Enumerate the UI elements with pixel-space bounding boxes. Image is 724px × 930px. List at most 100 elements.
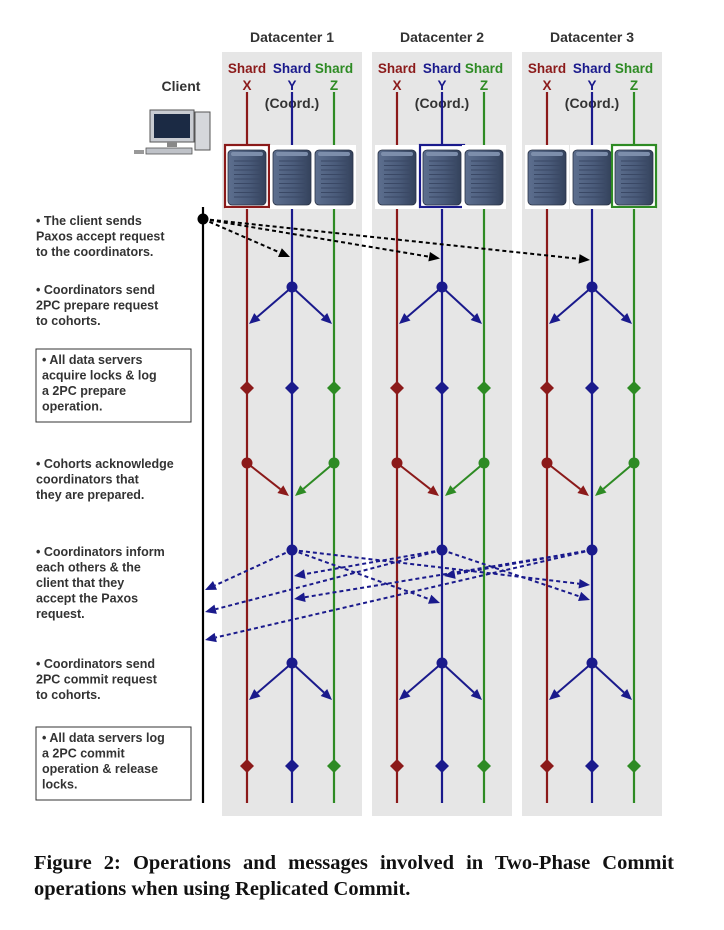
shard-x-label-line2: X: [392, 78, 401, 93]
step-line: • All data servers: [42, 353, 143, 367]
step-line: • Coordinators send: [36, 657, 155, 671]
server-icon: [223, 143, 271, 209]
commit-log-diamond: [390, 759, 404, 773]
step-line: a 2PC prepare: [42, 384, 126, 398]
cohort-dot: [478, 457, 490, 469]
step-1-description: • The client sends Paxos accept request …: [36, 214, 165, 259]
paxos-accepted-arrow: [441, 549, 590, 602]
figure-caption: Figure 2: Operations and messages involv…: [34, 852, 674, 900]
step-line: operation.: [42, 400, 102, 414]
step-line: 2PC commit request: [36, 673, 158, 687]
step-5-description: • Coordinators inform each others & the …: [36, 545, 165, 621]
step-line: • Coordinators send: [36, 283, 155, 297]
prepare-log-diamond: [390, 381, 404, 395]
step-line: they are prepared.: [36, 488, 144, 502]
shard-y-label-line2: Y: [437, 78, 446, 93]
replicated-commit-diagram: Datacenter 1ShardXShardYShardZ(Coord.)Da…: [35, 29, 662, 816]
step-6-description: • Coordinators send 2PC commit request t…: [36, 657, 158, 702]
step-box: [35, 726, 192, 801]
coordinator-dot: [286, 544, 298, 556]
shard-x-label-line2: X: [242, 78, 251, 93]
step-line: a 2PC commit: [42, 747, 126, 761]
coordinator-dot: [286, 281, 298, 293]
paxos-accepted-arrow: [444, 549, 593, 579]
server-icon: [570, 145, 614, 209]
cohort-dot: [541, 457, 553, 469]
datacenter-1-label: Datacenter 1: [250, 29, 334, 45]
shard-z-label-line1: Shard: [615, 61, 653, 76]
commit-request-arrow: [441, 662, 482, 700]
prepared-ack-arrow: [445, 462, 485, 496]
prepare-request-arrow: [549, 286, 593, 324]
step-line: to the coordinators.: [36, 245, 153, 259]
commit-log-diamond: [285, 759, 299, 773]
server-icon: [610, 143, 658, 209]
server-icon: [462, 145, 506, 209]
shard-z-label-line2: Z: [330, 78, 338, 93]
cohort-dot: [628, 457, 640, 469]
step-2-description: • Coordinators send 2PC prepare request …: [36, 283, 159, 328]
datacenter-2-label: Datacenter 2: [400, 29, 484, 45]
commit-log-diamond: [627, 759, 641, 773]
client-notify-arrow: [205, 549, 293, 590]
paxos-accepted-arrow: [294, 549, 593, 602]
shard-y-label-line1: Shard: [423, 61, 461, 76]
paxos-accepted-arrow: [291, 549, 440, 604]
coordinator-dot: [436, 657, 448, 669]
shard-y-label-line1: Shard: [273, 61, 311, 76]
server-icon: [418, 143, 466, 209]
commit-log-diamond: [477, 759, 491, 773]
prepare-log-diamond: [540, 381, 554, 395]
coordinator-dot: [436, 281, 448, 293]
step-box: [35, 348, 192, 423]
step-line: each others & the: [36, 561, 141, 575]
paxos-accepted-arrow: [291, 549, 590, 589]
shard-y-label-line1: Shard: [573, 61, 611, 76]
prepare-request-arrow: [441, 286, 482, 324]
prepared-ack-arrow: [546, 462, 589, 496]
coordinator-dot: [436, 544, 448, 556]
coordinator-dot: [586, 544, 598, 556]
shard-y-label-line2: Y: [587, 78, 596, 93]
commit-request-arrow: [591, 662, 632, 700]
paxos-accept-arrow: [202, 218, 290, 257]
prepare-log-diamond: [285, 381, 299, 395]
shard-z-label-line1: Shard: [315, 61, 353, 76]
shard-z-label-line2: Z: [480, 78, 488, 93]
commit-request-arrow: [399, 662, 443, 700]
paxos-accepted-arrow: [294, 549, 443, 579]
step-line: coordinators that: [36, 473, 140, 487]
step-line: to cohorts.: [36, 688, 101, 702]
prepare-log-diamond: [240, 381, 254, 395]
commit-log-diamond: [240, 759, 254, 773]
step-line: operation & release: [42, 762, 158, 776]
prepare-request-arrow: [399, 286, 443, 324]
client-send-dot: [197, 213, 209, 225]
coordinator-dot: [586, 657, 598, 669]
step-line: • Coordinators inform: [36, 545, 165, 559]
prepare-log-diamond: [477, 381, 491, 395]
paxos-accept-arrow: [202, 218, 440, 262]
step-line: locks.: [42, 778, 77, 792]
step-line: client that they: [36, 576, 124, 590]
shard-y-label-line2: Y: [287, 78, 296, 93]
step-line: to cohorts.: [36, 314, 101, 328]
commit-request-arrow: [249, 662, 293, 700]
step-4-description: • Cohorts acknowledge coordinators that …: [36, 457, 174, 502]
coordinator-dot: [586, 281, 598, 293]
datacenter-3-label: Datacenter 3: [550, 29, 634, 45]
shard-x-label-line1: Shard: [228, 61, 266, 76]
step-line: • Cohorts acknowledge: [36, 457, 174, 471]
shard-x-label-line2: X: [542, 78, 551, 93]
prepare-log-diamond: [435, 381, 449, 395]
shard-x-label-line1: Shard: [378, 61, 416, 76]
prepare-request-arrow: [291, 286, 332, 324]
step-3-description: • All data servers acquire locks & log a…: [35, 348, 192, 423]
highlight-box: [223, 143, 271, 209]
prepare-request-arrow: [249, 286, 293, 324]
paxos-accept-arrow: [202, 218, 590, 264]
shard-z-label-line1: Shard: [465, 61, 503, 76]
commit-request-arrow: [549, 662, 593, 700]
shard-z-label-line2: Z: [630, 78, 638, 93]
prepare-log-diamond: [627, 381, 641, 395]
